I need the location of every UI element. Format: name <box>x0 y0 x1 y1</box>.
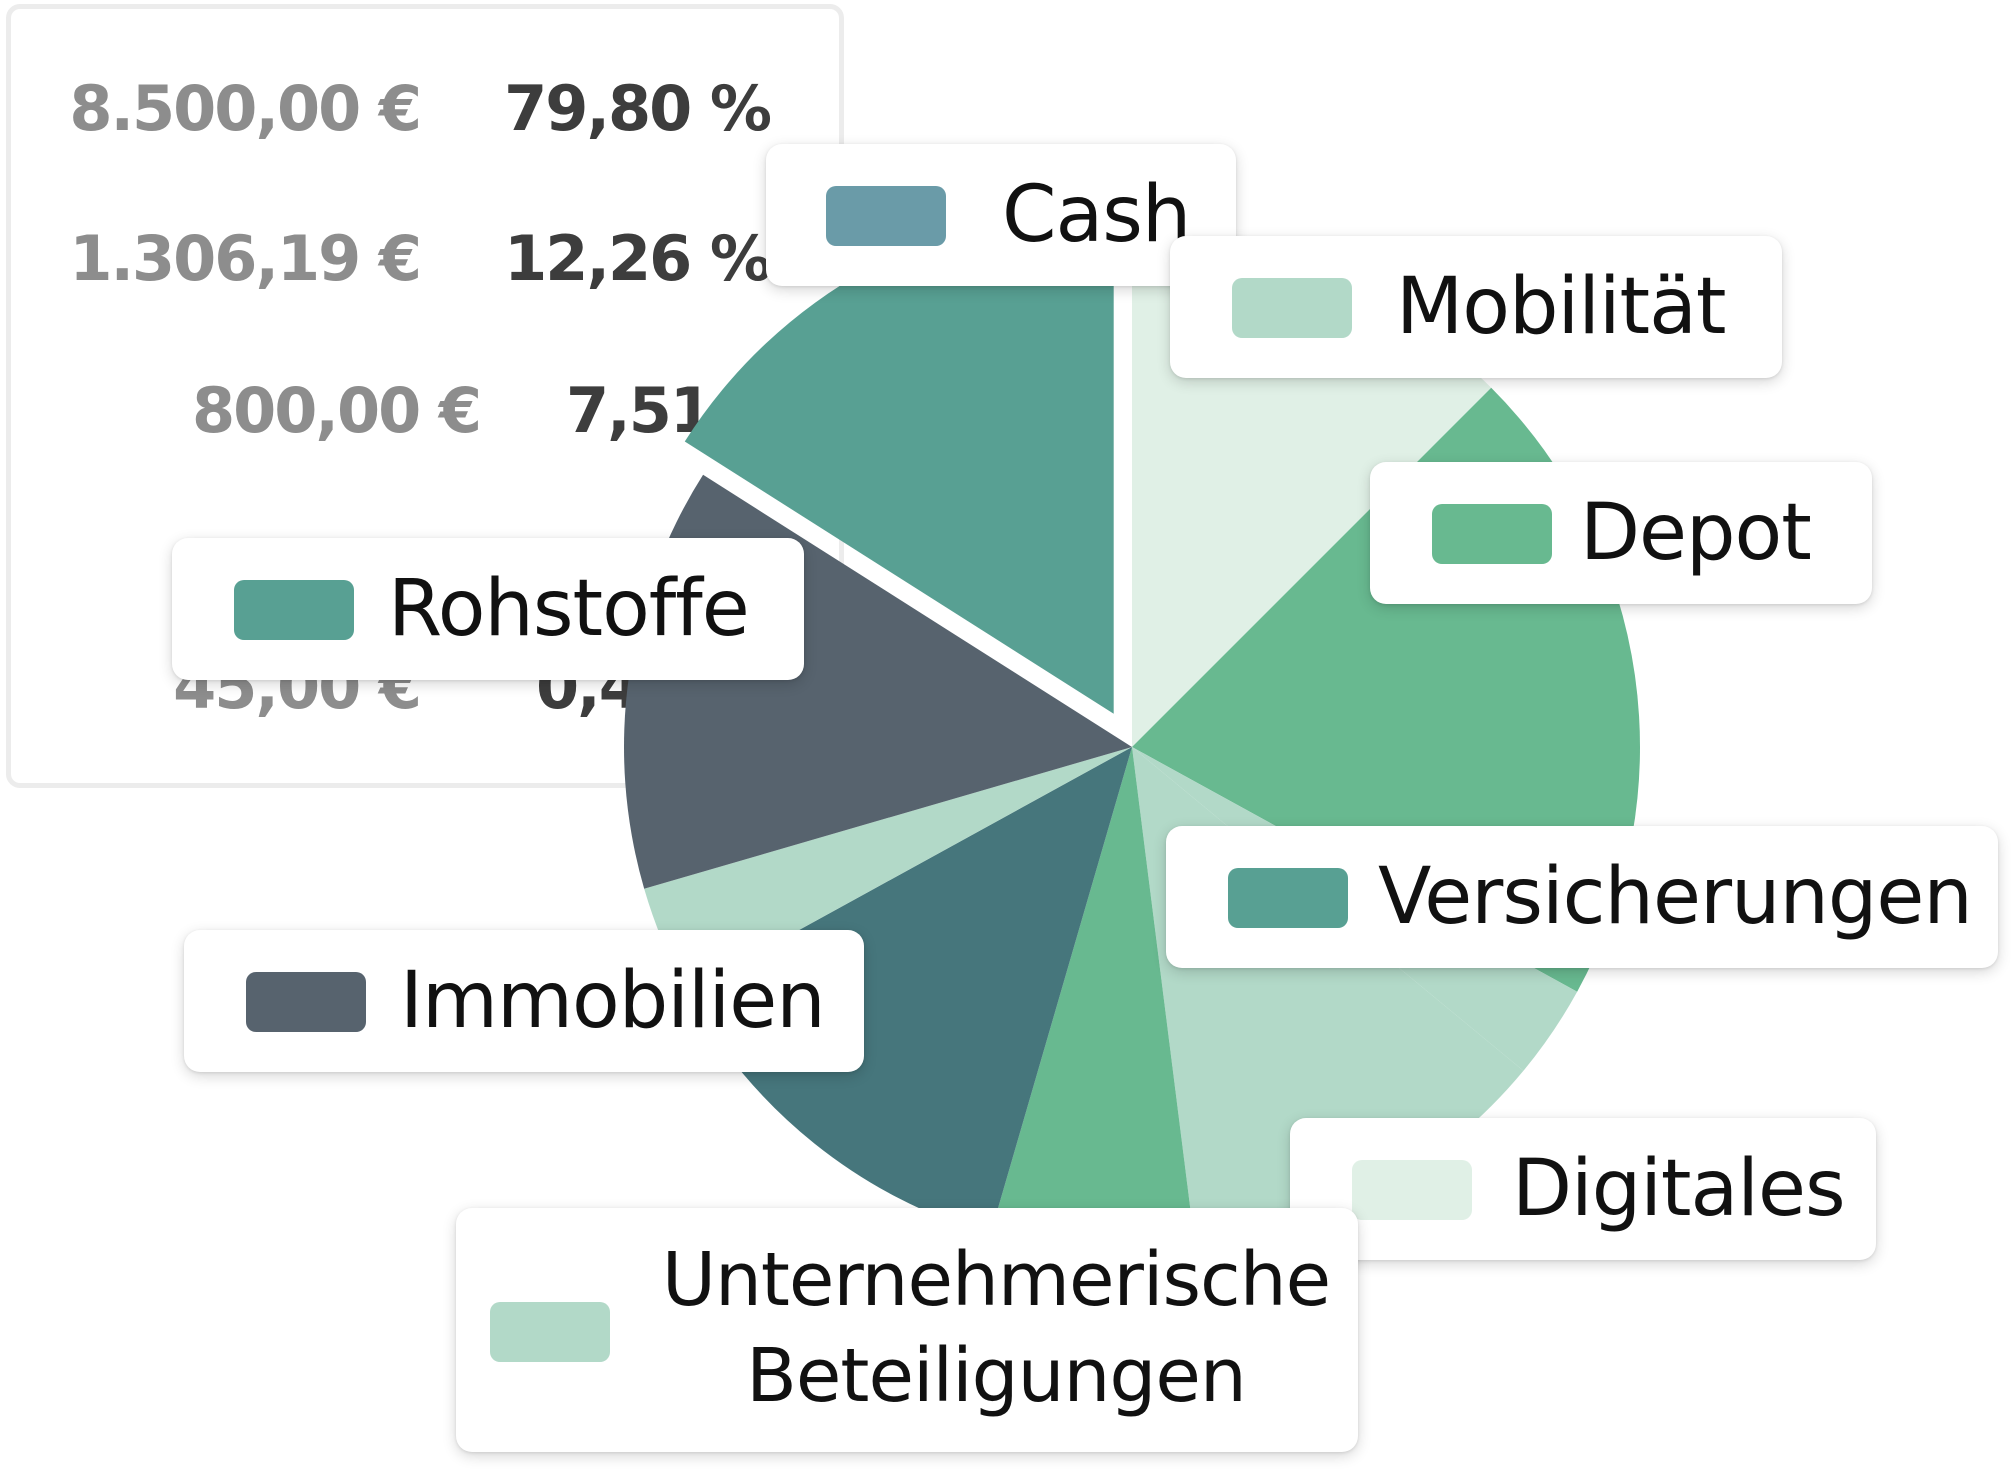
legend-swatch <box>1432 504 1552 564</box>
legend-text: Mobilität <box>1396 262 1727 352</box>
legend-label-unternehmerische-beteiligungen: Unternehmerische Beteiligungen <box>456 1208 1358 1452</box>
legend-swatch <box>1228 868 1348 928</box>
legend-label-cash: Cash <box>766 144 1236 286</box>
legend-swatch <box>490 1302 610 1362</box>
legend-text-line2: Beteiligungen <box>746 1333 1247 1419</box>
table-percent: 79,80 % <box>504 72 772 145</box>
legend-swatch <box>246 972 366 1032</box>
table-amount: 800,00 € <box>192 374 482 447</box>
table-amount: 1.306,19 € <box>69 222 422 295</box>
legend-label-rohstoffe: Rohstoffe <box>172 538 804 680</box>
legend-text: Rohstoffe <box>388 564 750 654</box>
legend-label-depot: Depot <box>1370 462 1872 604</box>
table-amount: 8.500,00 € <box>69 72 422 145</box>
legend-label-immobilien: Immobilien <box>184 930 864 1072</box>
pie-slice-depot <box>990 747 1196 1255</box>
legend-swatch <box>1232 278 1352 338</box>
legend-swatch <box>826 186 946 246</box>
legend-swatch <box>1352 1160 1472 1220</box>
legend-text: Versicherungen <box>1378 852 1973 942</box>
pie-slice-cash <box>686 747 1132 1235</box>
legend-text: Depot <box>1580 488 1812 578</box>
legend-label-mobilitaet: Mobilität <box>1170 236 1782 378</box>
legend-text-line1: Unternehmerische <box>661 1237 1331 1323</box>
table-percent: 12,26 % <box>504 222 772 295</box>
pie-slice-rohstoffe <box>684 205 1114 714</box>
legend-text: Immobilien <box>400 956 826 1046</box>
legend-label-versicherungen: Versicherungen <box>1166 826 1998 968</box>
legend-label-digitales: Digitales <box>1290 1118 1876 1260</box>
legend-text: Cash <box>1002 170 1191 260</box>
legend-text: Digitales <box>1512 1144 1846 1234</box>
legend-swatch <box>234 580 354 640</box>
